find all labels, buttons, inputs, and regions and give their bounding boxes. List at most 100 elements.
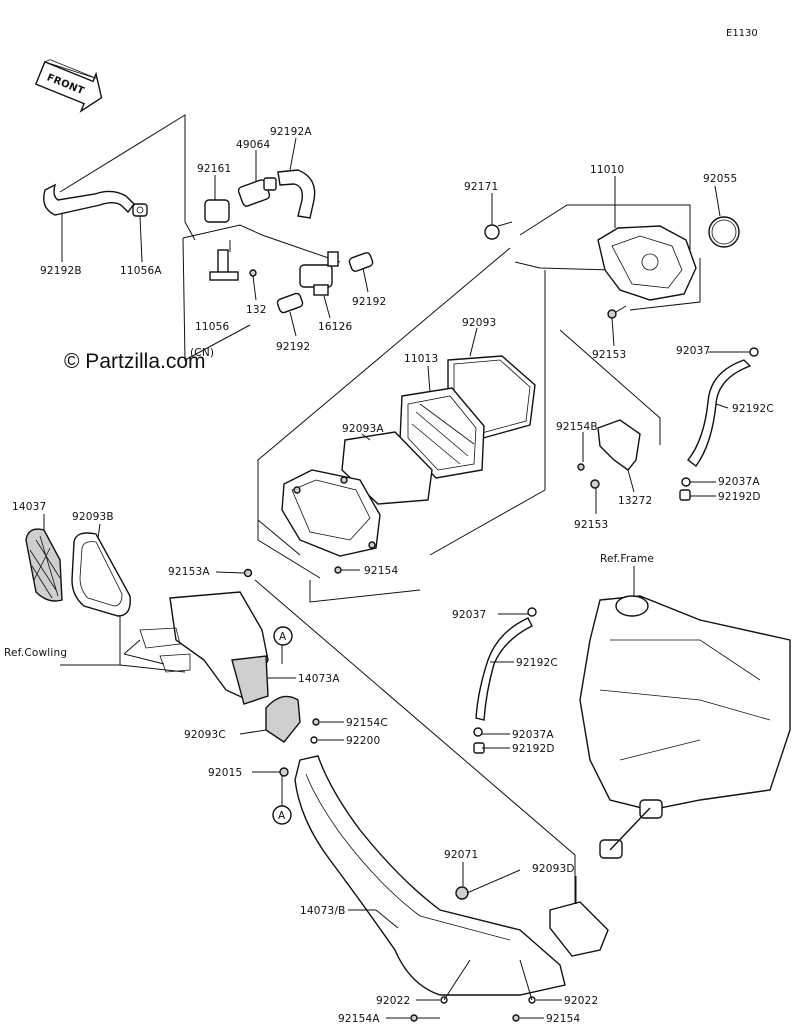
label-92093: 92093 bbox=[462, 317, 496, 329]
screw-92154-bottom bbox=[512, 1014, 520, 1022]
label-92154c: 92154C bbox=[346, 717, 388, 729]
label-16126: 16126 bbox=[318, 321, 353, 333]
label-92093b: 92093B bbox=[72, 511, 114, 523]
screw-92154 bbox=[334, 566, 360, 574]
diagram-code: E1130 bbox=[726, 28, 758, 39]
hose-92192c-right bbox=[687, 359, 752, 467]
bolt-92154a bbox=[410, 1014, 440, 1022]
part-labels: 92192B 11056A 92161 49064 92192A 11056 1… bbox=[4, 126, 774, 1025]
label-11013: 11013 bbox=[404, 353, 438, 365]
cap-92192d-right bbox=[679, 489, 691, 501]
label-92022-right: 92022 bbox=[564, 995, 598, 1007]
label-92037a-right: 92037A bbox=[718, 476, 760, 488]
label-14037: 14037 bbox=[12, 501, 46, 513]
gasket-92093d bbox=[549, 901, 609, 957]
duct-14073b-inner bbox=[305, 773, 511, 941]
label-92037-lower: 92037 bbox=[452, 609, 486, 621]
label-11056: 11056 bbox=[195, 321, 230, 333]
label-13272: 13272 bbox=[618, 495, 652, 507]
label-132: 132 bbox=[246, 304, 267, 316]
oring-92055-inner bbox=[711, 219, 737, 245]
label-14073b: 14073/B bbox=[300, 905, 346, 917]
group-outline-lines bbox=[59, 114, 701, 905]
label-92153a: 92153A bbox=[168, 566, 210, 578]
bolt-92153a bbox=[243, 568, 253, 578]
label-92192d-lower: 92192D bbox=[512, 743, 555, 755]
nut-92015 bbox=[279, 767, 289, 777]
label-92153-upper: 92153 bbox=[592, 349, 626, 361]
clamp-92171 bbox=[484, 221, 513, 240]
label-92037-right: 92037 bbox=[676, 345, 710, 357]
duct-14073b bbox=[294, 755, 566, 996]
frame-reference bbox=[579, 595, 791, 859]
label-92192d-right: 92192D bbox=[718, 491, 761, 503]
label-92093d: 92093D bbox=[532, 863, 575, 875]
label-92154b: 92154B bbox=[556, 421, 598, 433]
label-92037a-lower: 92037A bbox=[512, 729, 554, 741]
oring-92055 bbox=[708, 216, 740, 248]
label-92022-left: 92022 bbox=[376, 995, 410, 1007]
leader-lines bbox=[43, 137, 750, 1019]
label-92154-bottom: 92154 bbox=[546, 1013, 581, 1025]
label-cn: (CN) bbox=[190, 347, 214, 359]
hose-92192b bbox=[43, 183, 135, 216]
front-arrow-icon: FRONT bbox=[34, 59, 103, 113]
grommet-92071 bbox=[455, 886, 469, 900]
label-92192c-lower: 92192C bbox=[516, 657, 558, 669]
label-92093a: 92093A bbox=[342, 423, 384, 435]
label-92192-left: 92192 bbox=[276, 341, 310, 353]
label-ref-cowling: Ref.Cowling bbox=[4, 647, 67, 659]
callout-a-lower: A bbox=[272, 805, 292, 825]
label-92093c: 92093C bbox=[184, 729, 226, 741]
housing-upper-11010 bbox=[597, 225, 697, 301]
mesh-14037 bbox=[25, 528, 63, 602]
gasket-92093a bbox=[341, 431, 433, 505]
valve-49064 bbox=[237, 177, 277, 207]
label-92192c-right: 92192C bbox=[732, 403, 774, 415]
label-92171: 92171 bbox=[464, 181, 498, 193]
label-92200: 92200 bbox=[346, 735, 380, 747]
housing-lower bbox=[281, 469, 381, 557]
label-11056a: 11056A bbox=[120, 265, 162, 277]
label-14073a: 14073A bbox=[298, 673, 340, 685]
clip-92037a-right bbox=[681, 477, 691, 487]
bolt-92153-upper bbox=[607, 305, 627, 319]
label-92154-mid: 92154 bbox=[364, 565, 399, 577]
hose-92192-left bbox=[276, 292, 304, 314]
label-92192b: 92192B bbox=[40, 265, 82, 277]
hose-92192-right bbox=[348, 252, 374, 272]
clip-92037-right bbox=[749, 347, 759, 357]
callout-a-lower-text: A bbox=[278, 810, 286, 822]
hose-92192c-lower bbox=[475, 617, 533, 721]
clip-11056a bbox=[132, 203, 148, 217]
clip-92037a-lower bbox=[473, 727, 483, 737]
label-92015: 92015 bbox=[208, 767, 242, 779]
sleeve-92161 bbox=[204, 199, 230, 223]
bolt-92153-mid bbox=[590, 479, 600, 489]
duct-14073a bbox=[139, 591, 269, 705]
clip-92037-lower bbox=[527, 607, 537, 617]
label-92192-right: 92192 bbox=[352, 296, 386, 308]
label-11010: 11010 bbox=[590, 164, 624, 176]
bracket-11056 bbox=[209, 249, 257, 281]
gasket-92093c bbox=[265, 695, 301, 743]
gasket-92093b bbox=[71, 532, 131, 617]
callout-a-upper: A bbox=[273, 626, 293, 646]
gasket-92093b-inner bbox=[79, 541, 123, 607]
label-92154a: 92154A bbox=[338, 1013, 380, 1025]
screw-92154c bbox=[312, 718, 320, 726]
label-92192a: 92192A bbox=[270, 126, 312, 138]
manifold-16126 bbox=[299, 251, 339, 296]
watermark: © Partzilla.com bbox=[64, 350, 206, 373]
label-ref-frame: Ref.Frame bbox=[600, 553, 654, 565]
bracket-13272 bbox=[597, 419, 641, 471]
label-92153-mid: 92153 bbox=[574, 519, 608, 531]
label-49064: 49064 bbox=[236, 139, 271, 151]
screw-92154b bbox=[577, 463, 585, 471]
washer-92200 bbox=[310, 736, 318, 744]
label-92161: 92161 bbox=[197, 163, 231, 175]
callout-a-upper-text: A bbox=[279, 631, 287, 643]
hose-92192a bbox=[277, 169, 316, 219]
label-92055: 92055 bbox=[703, 173, 737, 185]
